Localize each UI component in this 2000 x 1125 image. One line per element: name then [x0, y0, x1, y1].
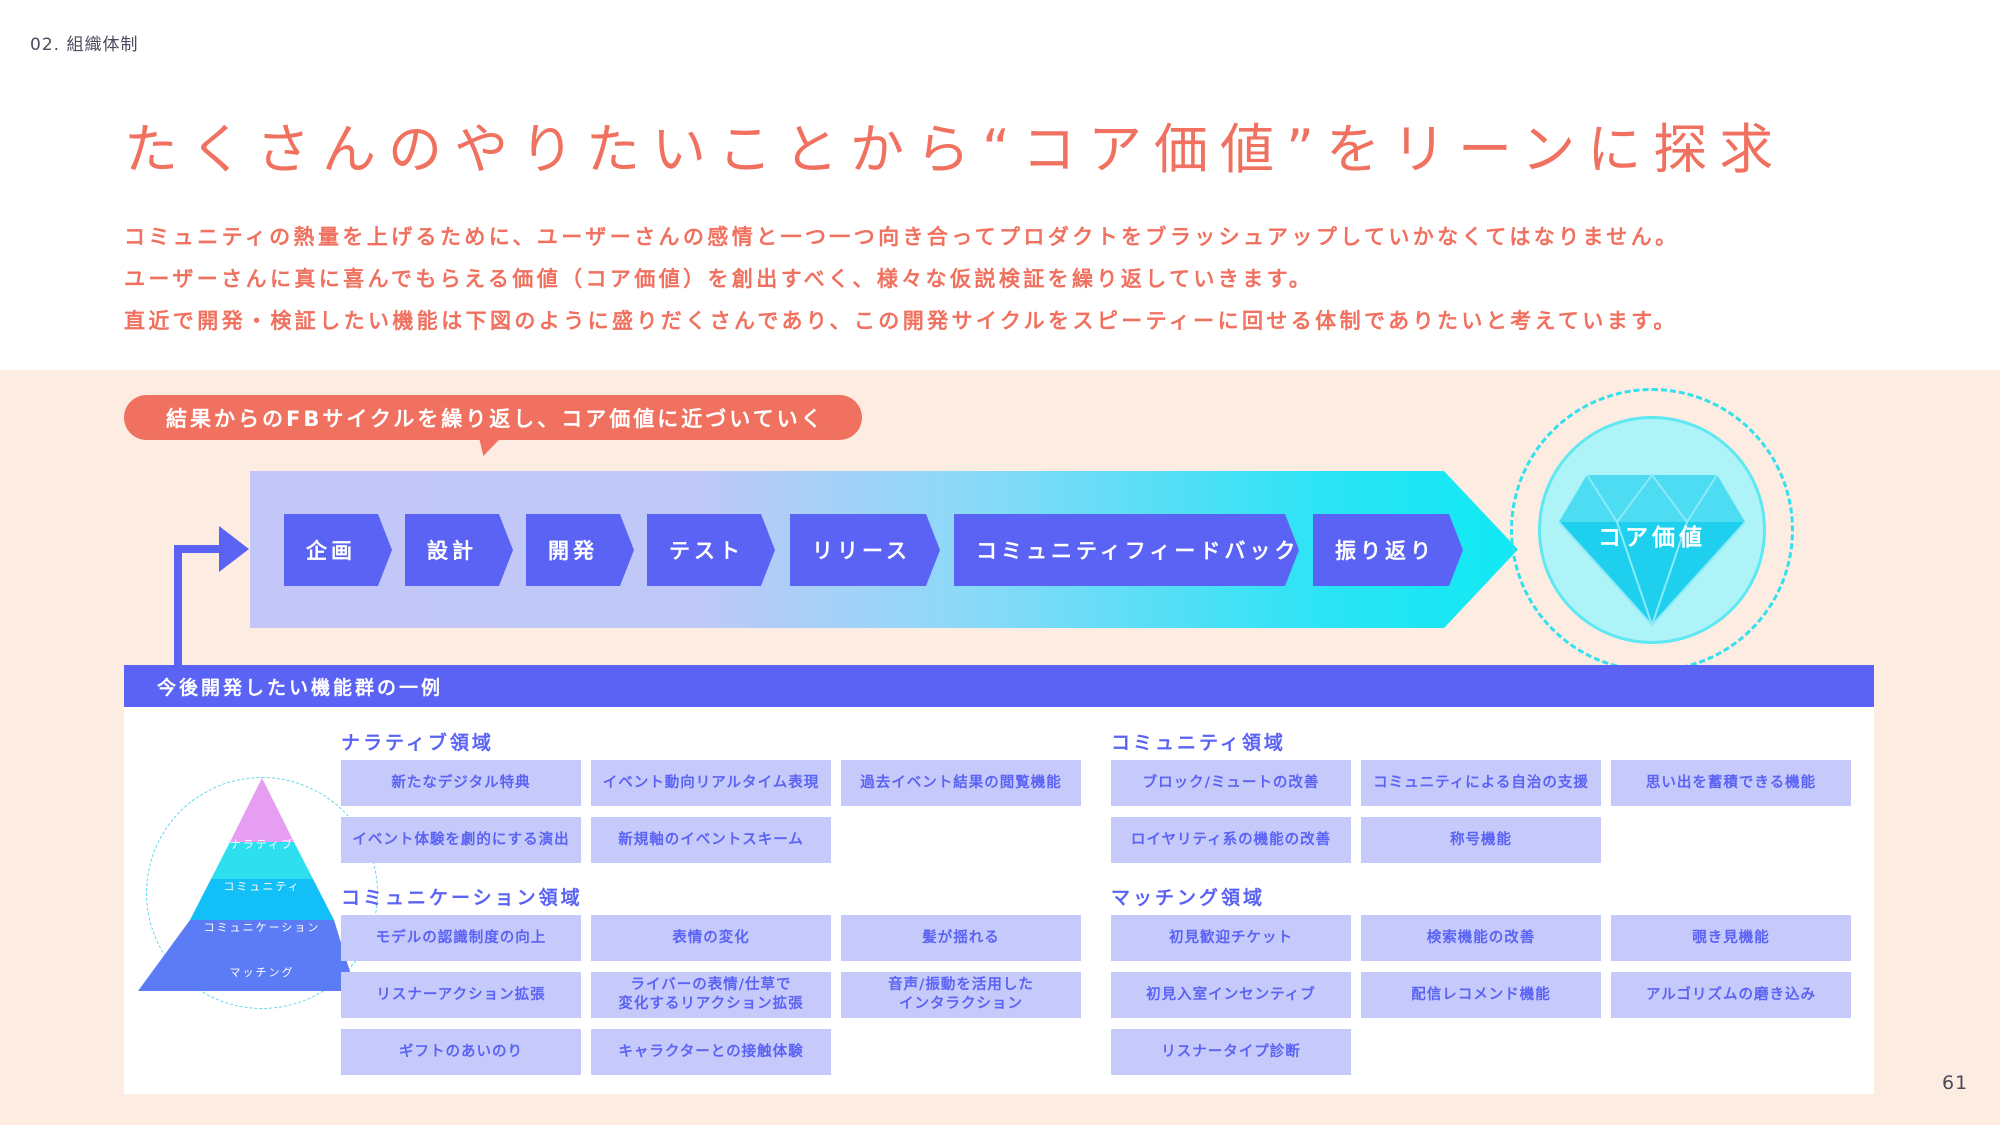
pyramid-label-narrative: ナラティブ: [229, 838, 295, 851]
intro-text: コミュニティの熱量を上げるために、ユーザーさんの感情と一つ一つ向き合ってプロダク…: [124, 216, 1884, 342]
feature-chip: ロイヤリティ系の機能の改善: [1111, 817, 1351, 863]
pyramid-label-matching: マッチング: [229, 966, 295, 979]
feature-chip: 新規軸のイベントスキーム: [591, 817, 831, 863]
features-header: 今後開発したい機能群の一例: [124, 665, 1874, 707]
feature-chip-line: ライバーの表情/仕草で: [630, 977, 792, 993]
intro-line: 直近で開発・検証したい機能は下図のように盛りだくさんであり、この開発サイクルをス…: [124, 309, 1678, 333]
step-development: 開発: [526, 514, 634, 586]
feature-chip-line: 音声/振動を活用した: [888, 977, 1034, 993]
feedback-bubble: 結果からのFBサイクルを繰り返し、コア価値に近づいていく: [124, 395, 862, 440]
domain-title-matching: マッチング領域: [1111, 887, 1266, 909]
feedback-loop-arrowhead: [219, 526, 249, 572]
feature-chip-line: 変化するリアクション拡張: [618, 996, 804, 1012]
page-title: たくさんのやりたいことから“コア価値”をリーンに探求: [124, 118, 1786, 181]
intro-line: ユーザーさんに真に喜んでもらえる価値（コア価値）を創出すべく、様々な仮説検証を繰…: [124, 267, 1314, 291]
feature-chip: 初見入室インセンティブ: [1111, 972, 1351, 1018]
domain-title-community: コミュニティ領域: [1111, 732, 1286, 754]
feature-chip: 音声/振動を活用した インタラクション: [841, 972, 1081, 1018]
feature-chip: ブロック/ミュートの改善: [1111, 760, 1351, 806]
feature-chip: ギフトのあいのり: [341, 1029, 581, 1075]
diamond-icon: [1558, 473, 1746, 629]
step-retrospective: 振り返り: [1313, 514, 1463, 586]
feature-chip: 髪が揺れる: [841, 915, 1081, 961]
feedback-loop-line: [174, 545, 222, 553]
feature-chip: モデルの認識制度の向上: [341, 915, 581, 961]
step-design: 設計: [405, 514, 513, 586]
feature-chip: 検索機能の改善: [1361, 915, 1601, 961]
feedback-loop-line: [174, 545, 182, 669]
feature-chip: 初見歓迎チケット: [1111, 915, 1351, 961]
domain-title-narrative: ナラティブ領域: [341, 732, 494, 754]
feature-chip: リスナーアクション拡張: [341, 972, 581, 1018]
feature-chip: イベント体験を劇的にする演出: [341, 817, 581, 863]
feature-chip: 思い出を蓄積できる機能: [1611, 760, 1851, 806]
feature-chip: アルゴリズムの磨き込み: [1611, 972, 1851, 1018]
domain-title-communication: コミュニケーション領域: [341, 887, 583, 909]
domain-pyramid: [138, 778, 356, 991]
feature-chip: リスナータイプ診断: [1111, 1029, 1351, 1075]
pyramid-ring: [146, 777, 378, 1009]
feature-chip: 称号機能: [1361, 817, 1601, 863]
page-number: 61: [1942, 1072, 1969, 1094]
step-planning: 企画: [284, 514, 392, 586]
intro-line: コミュニティの熱量を上げるために、ユーザーさんの感情と一つ一つ向き合ってプロダク…: [124, 225, 1680, 249]
section-label: 02. 組織体制: [30, 35, 139, 55]
pyramid-label-communication: コミュニケーション: [203, 921, 321, 934]
feature-chip-line: インタラクション: [899, 996, 1023, 1012]
feature-chip: キャラクターとの接触体験: [591, 1029, 831, 1075]
feature-chip: 新たなデジタル特典: [341, 760, 581, 806]
core-value-label: コア価値: [1598, 525, 1706, 551]
feature-chip: 覗き見機能: [1611, 915, 1851, 961]
feature-chip: コミュニティによる自治の支援: [1361, 760, 1601, 806]
feature-chip: ライバーの表情/仕草で 変化するリアクション拡張: [591, 972, 831, 1018]
step-release: リリース: [790, 514, 940, 586]
feature-chip: 配信レコメンド機能: [1361, 972, 1601, 1018]
feature-chip: 表情の変化: [591, 915, 831, 961]
feature-chip: イベント動向リアルタイム表現: [591, 760, 831, 806]
feature-chip: 過去イベント結果の閲覧機能: [841, 760, 1081, 806]
step-community-feedback: コミュニティフィードバック: [954, 514, 1299, 586]
pyramid-label-community: コミュニティ: [223, 880, 301, 893]
step-test: テスト: [647, 514, 775, 586]
